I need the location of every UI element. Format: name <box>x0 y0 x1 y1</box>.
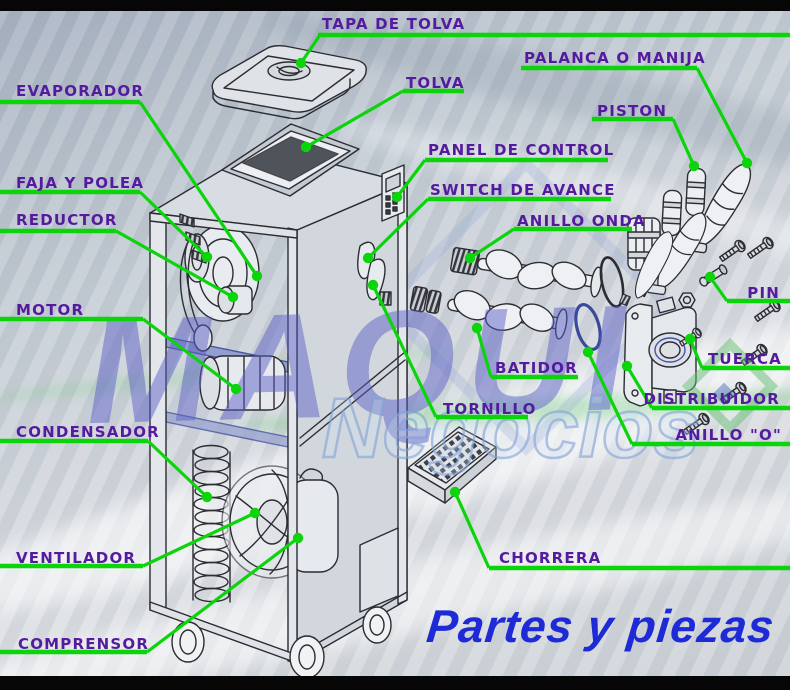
leader-dot-motor <box>230 383 242 395</box>
leader-line-tuerca <box>688 338 704 369</box>
leader-line-switch-de-avance <box>366 197 430 260</box>
leader-dot-anillo-onda <box>464 252 476 264</box>
leader-line-tapa-de-tolva <box>299 34 322 64</box>
piston-cylinders-drawing <box>627 167 707 271</box>
leader-dot-tapa-de-tolva <box>295 57 307 69</box>
bottom-border-bar <box>0 676 790 690</box>
leader-line-reductor <box>115 229 234 299</box>
top-border-bar <box>0 0 790 11</box>
handle-levers-drawing <box>618 163 752 307</box>
beater-augers-drawing <box>409 247 603 340</box>
control-panel-drawing <box>381 164 405 222</box>
leader-dot-tornillo <box>367 279 379 291</box>
leader-line-condensador <box>146 439 209 499</box>
leader-line-anillo-onda <box>469 227 515 260</box>
leader-dot-ventilador <box>249 507 261 519</box>
leader-dot-comprensor <box>292 532 304 544</box>
leader-line-piston <box>671 118 696 167</box>
leader-line-comprensor <box>146 536 299 654</box>
leader-dot-condensador <box>201 491 213 503</box>
leader-line-ventilador <box>142 511 256 568</box>
leader-dot-switch-de-avance <box>362 252 374 264</box>
leader-line-anillo-o <box>586 351 634 445</box>
leader-dot-anillo-o <box>582 346 594 358</box>
leader-line-panel-de-control <box>395 159 427 198</box>
leader-dot-batidor <box>471 322 483 334</box>
watermark-subbrand: Negocios <box>321 380 702 477</box>
leader-dot-reductor <box>227 291 239 303</box>
leader-line-chorrera <box>453 491 491 569</box>
leader-line-motor <box>142 317 237 391</box>
o-rings-drawing <box>574 256 625 351</box>
leader-line-tornillo <box>371 284 438 418</box>
leader-dot-piston <box>688 160 700 172</box>
leader-dot-palanca-o-manija <box>741 157 753 169</box>
leader-line-palanca-o-manija <box>695 67 749 164</box>
leader-line-tolva <box>305 89 404 149</box>
cabinet-drawing <box>149 123 408 679</box>
leader-dot-evaporador <box>251 270 263 282</box>
leader-line-batidor <box>475 327 493 378</box>
page-title: Partes y piezas <box>424 600 778 652</box>
leader-dot-distribuidor <box>621 360 633 372</box>
leader-dot-tuerca <box>684 333 696 345</box>
leader-line-distribuidor <box>625 365 654 409</box>
leader-dot-faja-y-polea <box>201 251 213 263</box>
hopper-lid-drawing <box>211 44 367 120</box>
nut-drawing <box>678 292 696 308</box>
leader-line-faja-y-polea <box>138 190 209 259</box>
leader-dot-panel-de-control <box>391 191 403 203</box>
leader-line-evaporador <box>138 101 259 277</box>
condenser-coil-drawing <box>192 444 231 603</box>
leader-dot-pin <box>704 271 716 283</box>
leader-dot-chorrera <box>449 486 461 498</box>
leader-dot-tolva <box>300 141 312 153</box>
